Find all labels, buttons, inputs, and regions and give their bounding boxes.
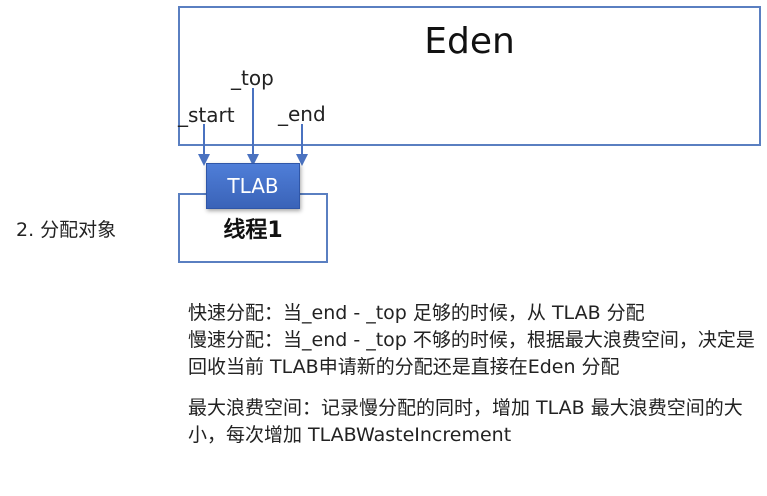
description-block: 快速分配：当_end - _top 足够的时候，从 TLAB 分配 慢速分配：当… — [188, 300, 756, 449]
tlab-block: TLAB — [206, 163, 300, 209]
eden-region: Eden — [178, 6, 761, 146]
top-pointer-label: _top — [231, 66, 274, 90]
eden-title: Eden — [424, 21, 515, 62]
thread-label: 线程1 — [223, 218, 283, 243]
fast-allocation-text: 快速分配：当_end - _top 足够的时候，从 TLAB 分配 — [188, 302, 645, 324]
step-label: 2. 分配对象 — [16, 219, 117, 241]
start-pointer-label: _start — [178, 103, 235, 127]
slow-allocation-text: 慢速分配：当_end - _top 不够的时候，根据最大浪费空间，决定是回收当前… — [188, 329, 755, 378]
end-pointer-label: _end — [278, 102, 326, 126]
max-waste-text: 最大浪费空间：记录慢分配的同时，增加 TLAB 最大浪费空间的大小，每次增加 T… — [188, 397, 743, 446]
